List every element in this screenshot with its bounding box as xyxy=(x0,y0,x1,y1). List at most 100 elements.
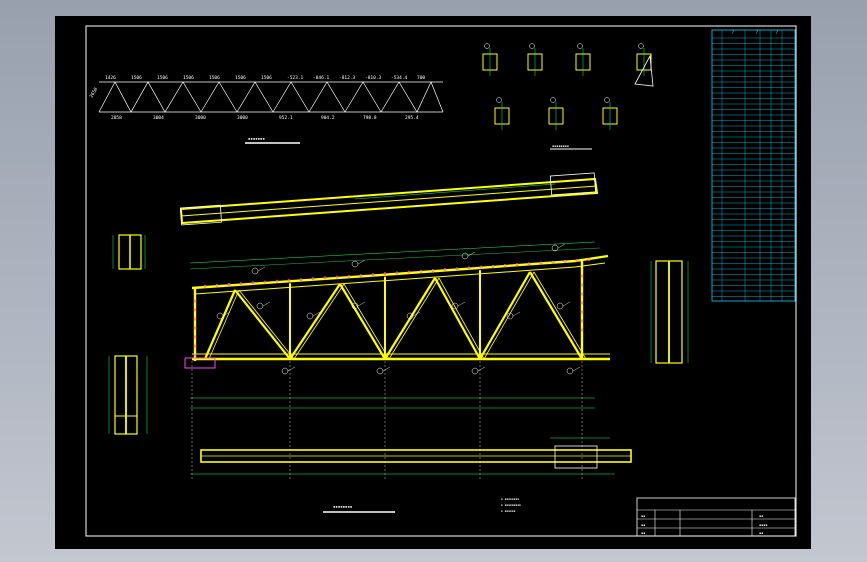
callout-leader xyxy=(357,259,366,265)
member-callout xyxy=(556,302,564,310)
top-chord-plan-centerline xyxy=(180,185,598,217)
top-chord-inner xyxy=(194,262,606,295)
bottom-chord-length-label: 904.2 xyxy=(321,115,335,121)
bottom-chord-plan-end-plate xyxy=(554,445,598,469)
member-callout xyxy=(251,267,259,275)
bolt-mark xyxy=(419,269,423,273)
title-block-frame xyxy=(636,497,796,537)
callout-leader xyxy=(222,311,231,317)
top-chord-length-label: 1426 xyxy=(105,75,116,81)
bolt-mark xyxy=(311,277,315,281)
diagram-web-zigzag xyxy=(98,81,444,113)
general-notes: ▪ ▪▪▪▪▪▪▪▪ ▪ ▪▪▪▪▪▪▪▪▪ ▪ ▪▪▪▪▪▪ xyxy=(501,497,521,513)
bottom-chord-length-label: 2858 xyxy=(111,115,122,121)
bolt-mark xyxy=(287,278,291,282)
bolt-mark xyxy=(215,283,219,287)
callout-leader xyxy=(572,366,581,372)
top-chord-plan-end-plate-left xyxy=(180,204,222,226)
callout-leader xyxy=(257,266,266,272)
elevation-top-dimension xyxy=(189,241,596,264)
top-chord-length-label: -534.4 xyxy=(391,75,408,81)
diagonal-web-edge xyxy=(343,283,390,360)
diagonal-web xyxy=(479,271,531,360)
bolt-mark xyxy=(580,292,584,296)
bolt-mark xyxy=(443,268,447,271)
top-chord-plan-dim-line xyxy=(354,183,556,200)
bolt-mark xyxy=(479,265,483,269)
material-table-frame xyxy=(711,29,796,302)
bolt-mark xyxy=(575,259,579,262)
bolt-mark xyxy=(371,273,375,276)
callout-leader xyxy=(557,243,566,249)
bolt-mark xyxy=(455,267,459,271)
title-block-glyphs: ▪▪ xyxy=(641,531,645,535)
callout-leader xyxy=(357,301,366,307)
top-chord-length-label: -812.3 xyxy=(339,75,356,81)
bolt-mark xyxy=(580,274,584,278)
bolt-mark xyxy=(580,328,584,332)
top-chord-length-label: 700 xyxy=(417,75,425,81)
sheet-border xyxy=(85,25,797,537)
bottom-chord-length-label: 3004 xyxy=(153,115,164,121)
member-callouts xyxy=(216,243,581,375)
bolt-mark xyxy=(347,274,351,278)
top-chord-length-label: 1506 xyxy=(235,75,246,81)
bolt-mark xyxy=(503,264,507,267)
diagram-title-glyphs: ▪▪▪▪▪▪▪ xyxy=(248,136,265,141)
left-section-bottom xyxy=(108,355,148,435)
bolt-mark xyxy=(580,310,584,314)
bolt-mark xyxy=(383,272,387,276)
member-callout xyxy=(566,367,574,375)
left-section-top xyxy=(112,234,146,270)
bolt-mark xyxy=(580,283,584,287)
bolt-mark xyxy=(263,280,267,284)
diagonal-web-edge xyxy=(208,289,240,360)
top-chord-length-label: -810.3 xyxy=(365,75,382,81)
bolt-mark xyxy=(193,335,197,339)
bolt-mark xyxy=(193,344,197,348)
right-section xyxy=(650,260,689,364)
diagonal-web xyxy=(234,289,291,360)
bolt-mark xyxy=(359,273,363,277)
bolt-mark xyxy=(467,266,471,270)
bottom-chord-length-label: 798.8 xyxy=(363,115,377,121)
callout-leader xyxy=(477,366,486,372)
bottom-chord-plan xyxy=(190,437,632,475)
detail-callout xyxy=(529,43,535,49)
detail-callout xyxy=(550,97,556,103)
title-block-glyphs: ▪▪ xyxy=(641,523,645,527)
callout-leader xyxy=(287,366,296,372)
bolt-mark xyxy=(323,276,327,280)
bottom-chord-length-label: 295.4 xyxy=(405,115,419,121)
bolt-mark xyxy=(491,264,495,268)
detail-callout xyxy=(577,43,583,49)
top-chord-length-label: 1506 xyxy=(209,75,220,81)
diagonal-web-edge xyxy=(438,277,485,360)
web-members xyxy=(203,270,587,360)
elevation-extension-lines xyxy=(191,361,583,481)
diagonal-web xyxy=(203,289,237,360)
diagonal-web-edge xyxy=(293,283,345,360)
bolt-mark xyxy=(193,326,197,330)
bolt-mark xyxy=(275,279,279,283)
top-chord-plan-end-plate-right xyxy=(549,172,596,196)
bolt-mark xyxy=(193,299,197,303)
top-chord-length-label: 1506 xyxy=(261,75,272,81)
bolt-mark xyxy=(239,282,243,286)
table-header-mark: ? xyxy=(775,29,779,36)
callout-leader xyxy=(382,366,391,372)
top-chord-plan-member xyxy=(179,177,599,225)
member-callout xyxy=(376,367,384,375)
bolt-mark xyxy=(193,353,197,357)
bolt-mark xyxy=(587,258,591,262)
detail-callout xyxy=(604,97,610,103)
bottom-chord-length-label: 952.1 xyxy=(279,115,293,121)
callout-leader xyxy=(457,301,466,307)
diagonal-web xyxy=(384,277,436,360)
member-callout xyxy=(471,367,479,375)
section-base xyxy=(114,415,138,435)
